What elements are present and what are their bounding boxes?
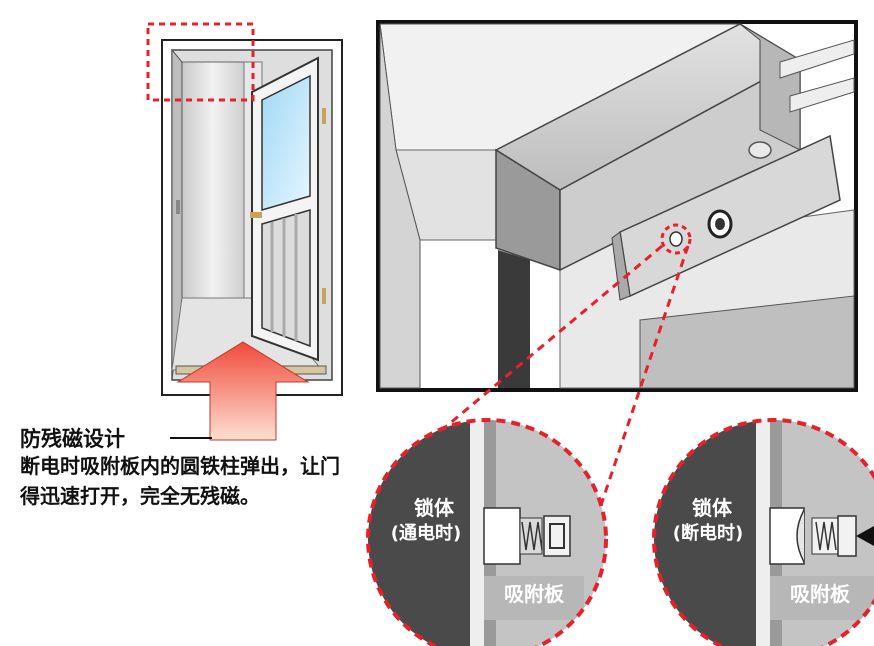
plate-label-energized: 吸附板 xyxy=(504,582,564,606)
lock-closeup xyxy=(376,20,858,392)
caption-title: 防残磁设计 xyxy=(20,427,125,451)
state-label-energized: (通电时) xyxy=(390,523,462,544)
caption-body: 断电时吸附板内的圆铁柱弹出，让门得迅速打开，完全无残磁。 xyxy=(20,454,340,508)
door-illustration xyxy=(146,22,343,396)
lock-body-label-energized: 锁体 xyxy=(414,496,454,520)
state-label-deenergized: (断电时) xyxy=(672,523,744,544)
lock-body-label-deenergized: 锁体 xyxy=(692,496,732,520)
open-direction-arrow xyxy=(176,341,310,441)
plate-label-deenergized: 吸附板 xyxy=(790,582,850,606)
detail-circle-deenergized xyxy=(652,418,874,646)
